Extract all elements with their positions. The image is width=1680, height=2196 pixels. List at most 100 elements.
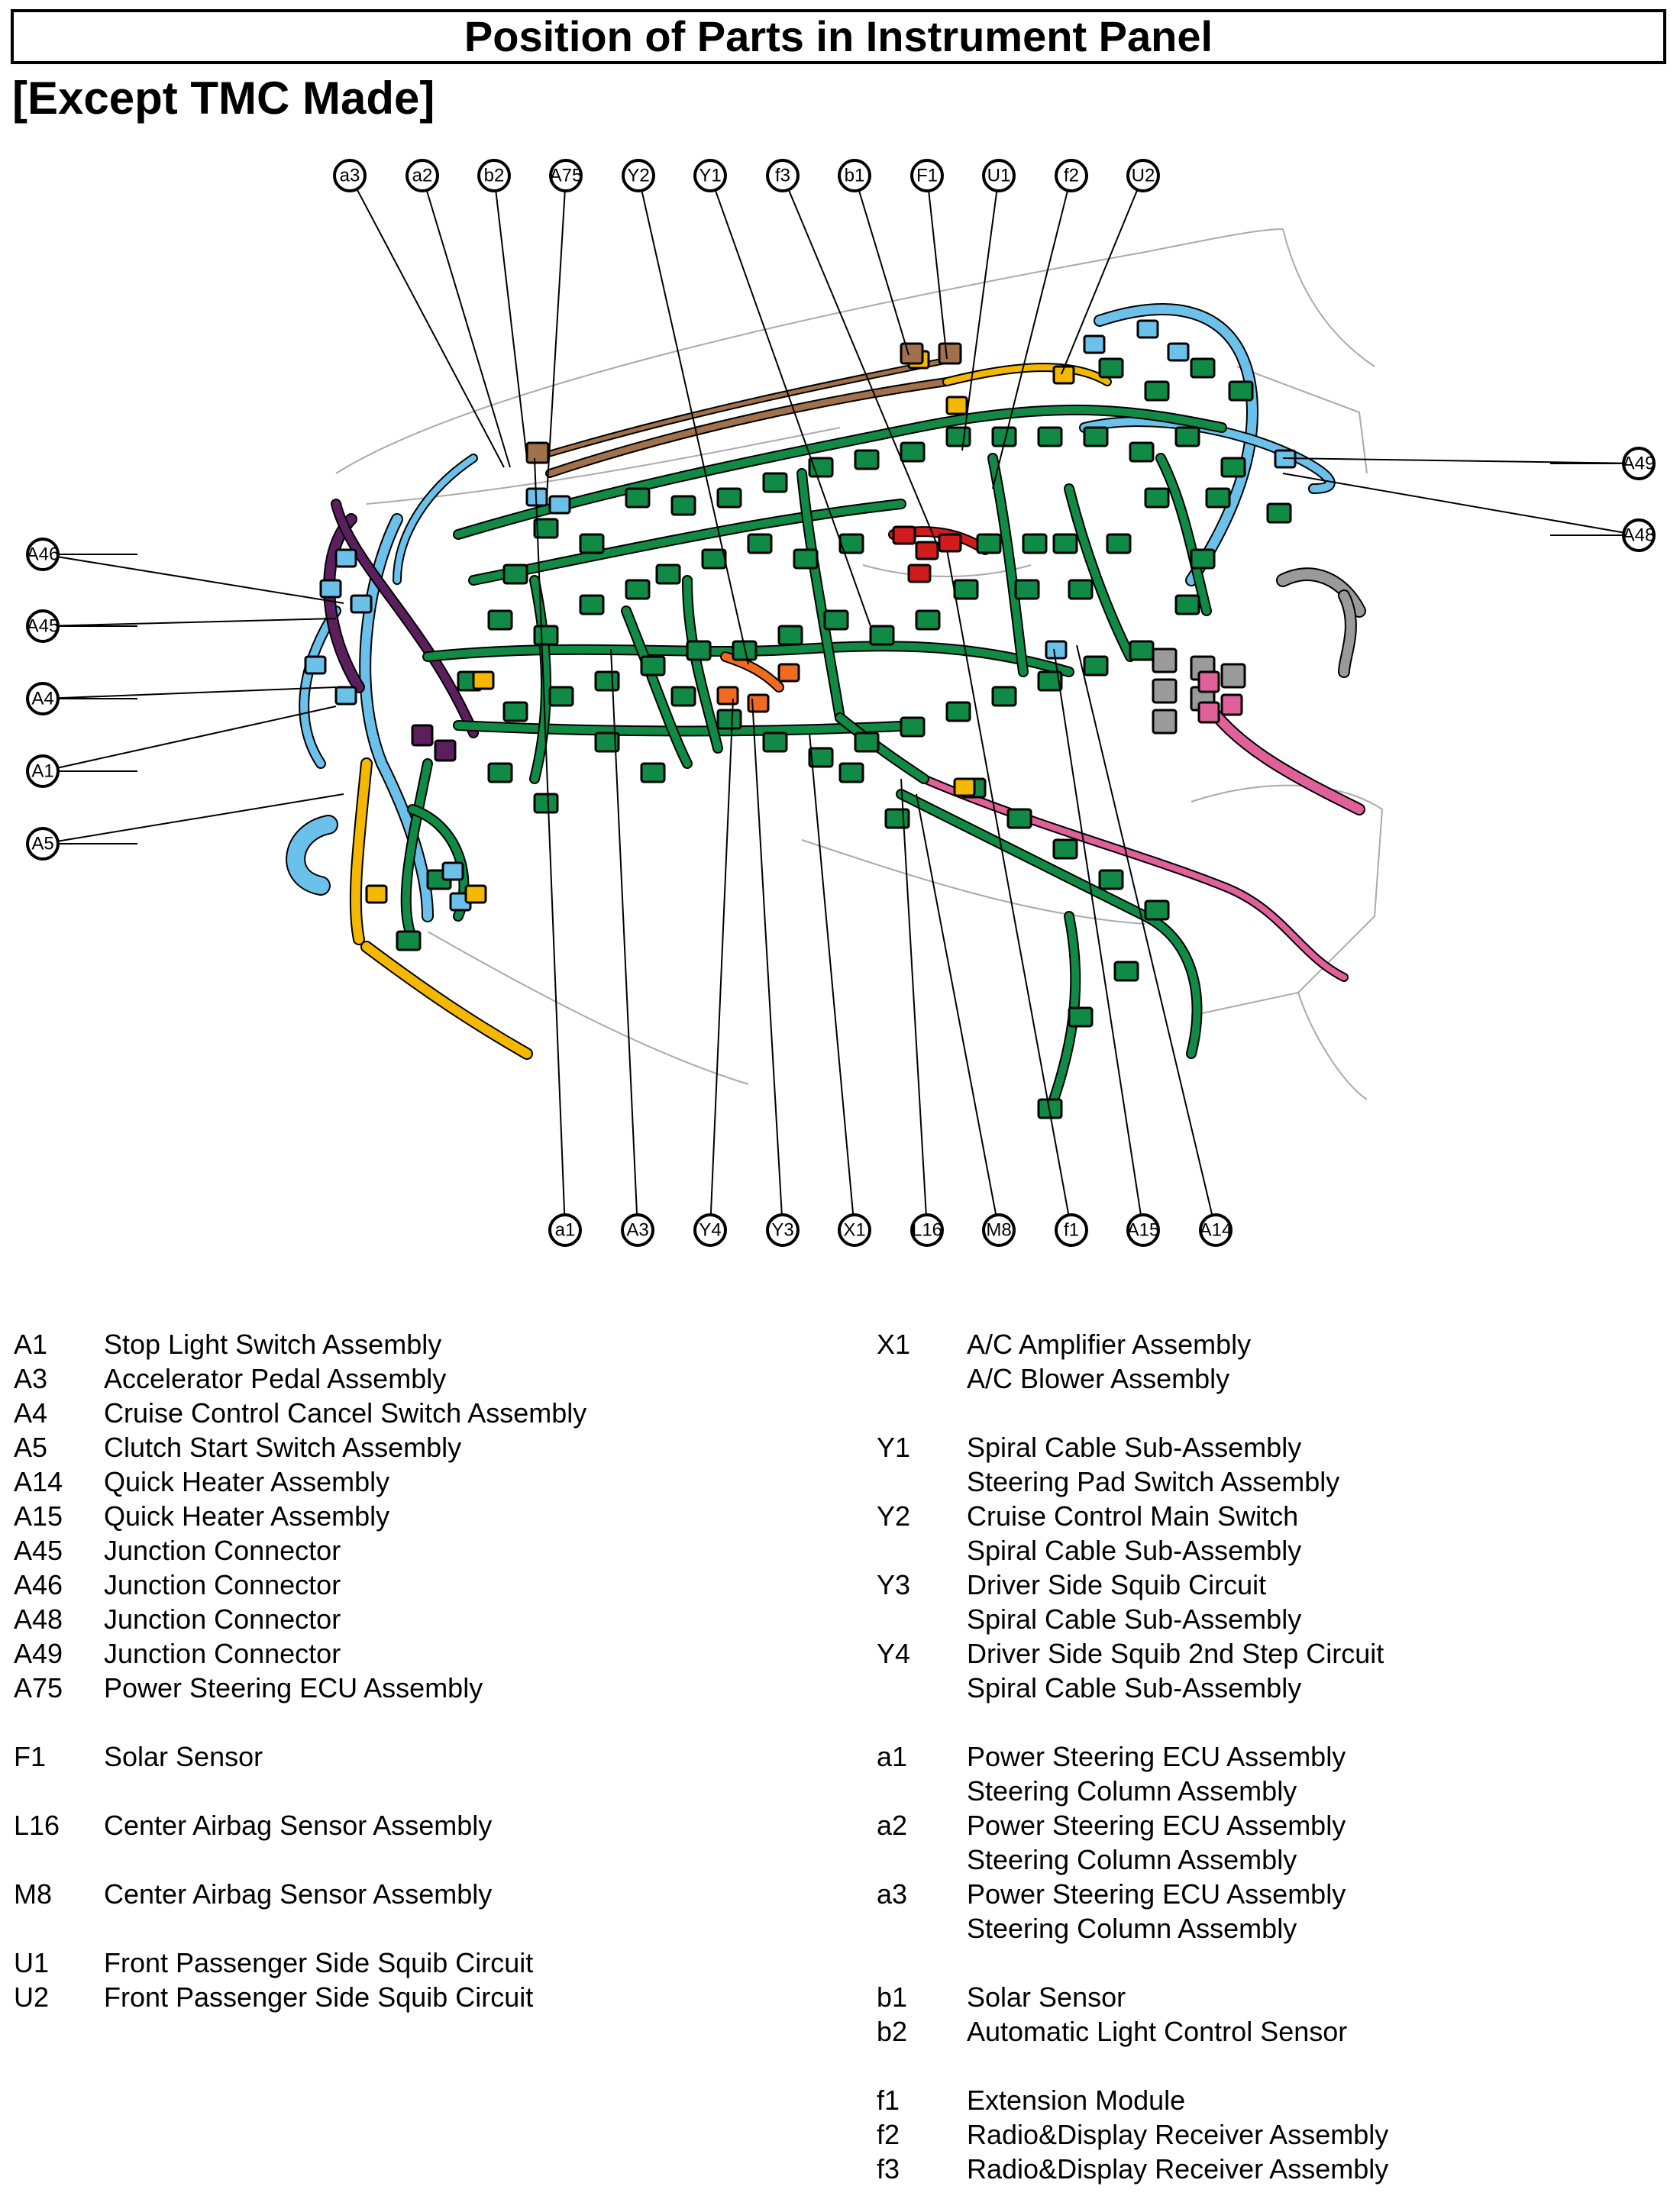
connector-green — [1228, 380, 1254, 402]
connector-green — [640, 762, 666, 783]
legend-part-name: Power Steering ECU Assembly — [104, 1672, 483, 1704]
legend-part-name: Center Airbag Sensor Assembly — [104, 1878, 493, 1910]
connector-green — [1144, 899, 1170, 921]
callout-top-4-label: Y2 — [627, 166, 649, 186]
legend-part-name: Quick Heater Assembly — [104, 1500, 390, 1532]
connector-green — [854, 731, 880, 753]
connector-green — [838, 762, 864, 783]
callout-bottom-9-label: A14 — [1200, 1220, 1233, 1241]
legend-part-name: Spiral Cable Sub-Assembly — [967, 1535, 1302, 1566]
callout-bottom-5-circle — [910, 1213, 944, 1247]
callout-left-3-circle — [26, 754, 60, 788]
legend-code: M8 — [14, 1878, 53, 1910]
connector-green — [762, 731, 788, 753]
callout-top-2-label: b2 — [484, 166, 505, 186]
connector-blue — [304, 655, 327, 675]
legend-part-name: Junction Connector — [104, 1569, 341, 1600]
connector-green — [670, 495, 696, 516]
callout-left-3-label: A1 — [31, 761, 53, 782]
callout-bottom-0-label: a1 — [555, 1220, 576, 1241]
callout-bottom-7-label: f1 — [1064, 1220, 1079, 1241]
callout-left-0: A46 — [26, 538, 60, 571]
legend-code: b1 — [877, 1981, 908, 2013]
connector-yellow — [953, 777, 976, 797]
blue-wire — [394, 455, 477, 583]
callout-top-4-leader — [638, 175, 749, 665]
connector-green — [1083, 426, 1109, 447]
legend-part-name: Cruise Control Main Switch — [967, 1500, 1299, 1532]
connector-green — [854, 449, 880, 470]
connector-green — [945, 701, 971, 722]
brown-wire-casing — [531, 355, 958, 462]
connector-green — [1144, 380, 1170, 402]
connector-green — [915, 609, 941, 631]
callout-bottom-6: M8 — [982, 1213, 1016, 1247]
connector-yellow — [1052, 365, 1075, 385]
brown-wire — [532, 357, 957, 460]
connector-green — [1098, 869, 1124, 890]
callout-bottom-8: A15 — [1126, 1213, 1160, 1247]
callout-bottom-1-circle — [621, 1213, 654, 1247]
green-wire — [531, 576, 550, 783]
yellow-wire — [351, 759, 371, 944]
green-wire — [470, 500, 905, 584]
callout-bottom-2-label: Y4 — [699, 1220, 721, 1241]
legend-code: a3 — [877, 1878, 908, 1910]
legend-code: A1 — [14, 1329, 48, 1360]
callout-left-0-circle — [26, 538, 60, 571]
connector-green — [1174, 594, 1200, 615]
callout-left-4-circle — [26, 827, 60, 861]
callout-bottom-7-circle — [1055, 1213, 1088, 1247]
connector-red — [938, 533, 962, 553]
page-title: Position of Parts in Instrument Panel — [11, 9, 1666, 64]
connector-green — [1014, 579, 1040, 600]
callout-top-3: A75 — [549, 159, 583, 192]
callout-bottom-2-leader — [709, 698, 734, 1231]
callout-top-4: Y2 — [622, 159, 655, 192]
legend-code: A48 — [14, 1603, 63, 1635]
connector-red — [907, 564, 932, 583]
callout-bottom-7-leader — [946, 549, 1072, 1231]
callout-top-6-label: f3 — [775, 166, 790, 186]
callout-right-0-circle — [1622, 447, 1656, 480]
connector-green — [1037, 1098, 1063, 1119]
legend-part-name: Solar Sensor — [967, 1981, 1126, 2013]
connector-green — [1052, 838, 1078, 860]
connector-green — [1220, 457, 1246, 478]
connector-pink — [1220, 693, 1243, 716]
legend-code: U2 — [14, 1981, 50, 2013]
callout-right-0-label: A49 — [1623, 454, 1656, 474]
callout-bottom-6-label: M8 — [986, 1220, 1011, 1241]
legend-part-name: Spiral Cable Sub-Assembly — [967, 1603, 1302, 1635]
connector-green — [655, 564, 681, 585]
legend-code: U1 — [14, 1947, 50, 1978]
callout-top-8-label: F1 — [916, 166, 938, 186]
legend-code: A3 — [14, 1363, 48, 1394]
callout-top-6-leader — [782, 175, 940, 551]
connector-blue — [548, 495, 571, 515]
gray-duct — [1339, 591, 1355, 677]
connector-green — [686, 640, 712, 661]
connector-blue — [319, 579, 342, 599]
callout-top-10: f2 — [1055, 159, 1088, 192]
connector-green — [701, 548, 727, 570]
callout-top-11-circle — [1126, 159, 1160, 192]
connector-green — [869, 625, 895, 646]
green-wire — [989, 454, 1027, 676]
blue-wire — [300, 607, 340, 767]
legend-part-name: Clutch Start Switch Assembly — [104, 1432, 462, 1463]
legend-code: X1 — [877, 1329, 911, 1360]
legend-code: A15 — [14, 1500, 63, 1532]
connector-brown — [938, 342, 962, 365]
connector-green — [716, 487, 742, 509]
green-wire — [622, 607, 691, 767]
connector-green — [579, 533, 605, 554]
callout-top-8-circle — [910, 159, 944, 192]
connector-green — [533, 518, 559, 539]
connector-green — [1098, 357, 1124, 379]
legend-part-name: A/C Blower Assembly — [967, 1363, 1230, 1394]
leader-lines — [42, 175, 1640, 1231]
legend-code: F1 — [14, 1741, 47, 1772]
connector-blue — [1136, 319, 1159, 339]
connector-brown — [525, 441, 550, 464]
